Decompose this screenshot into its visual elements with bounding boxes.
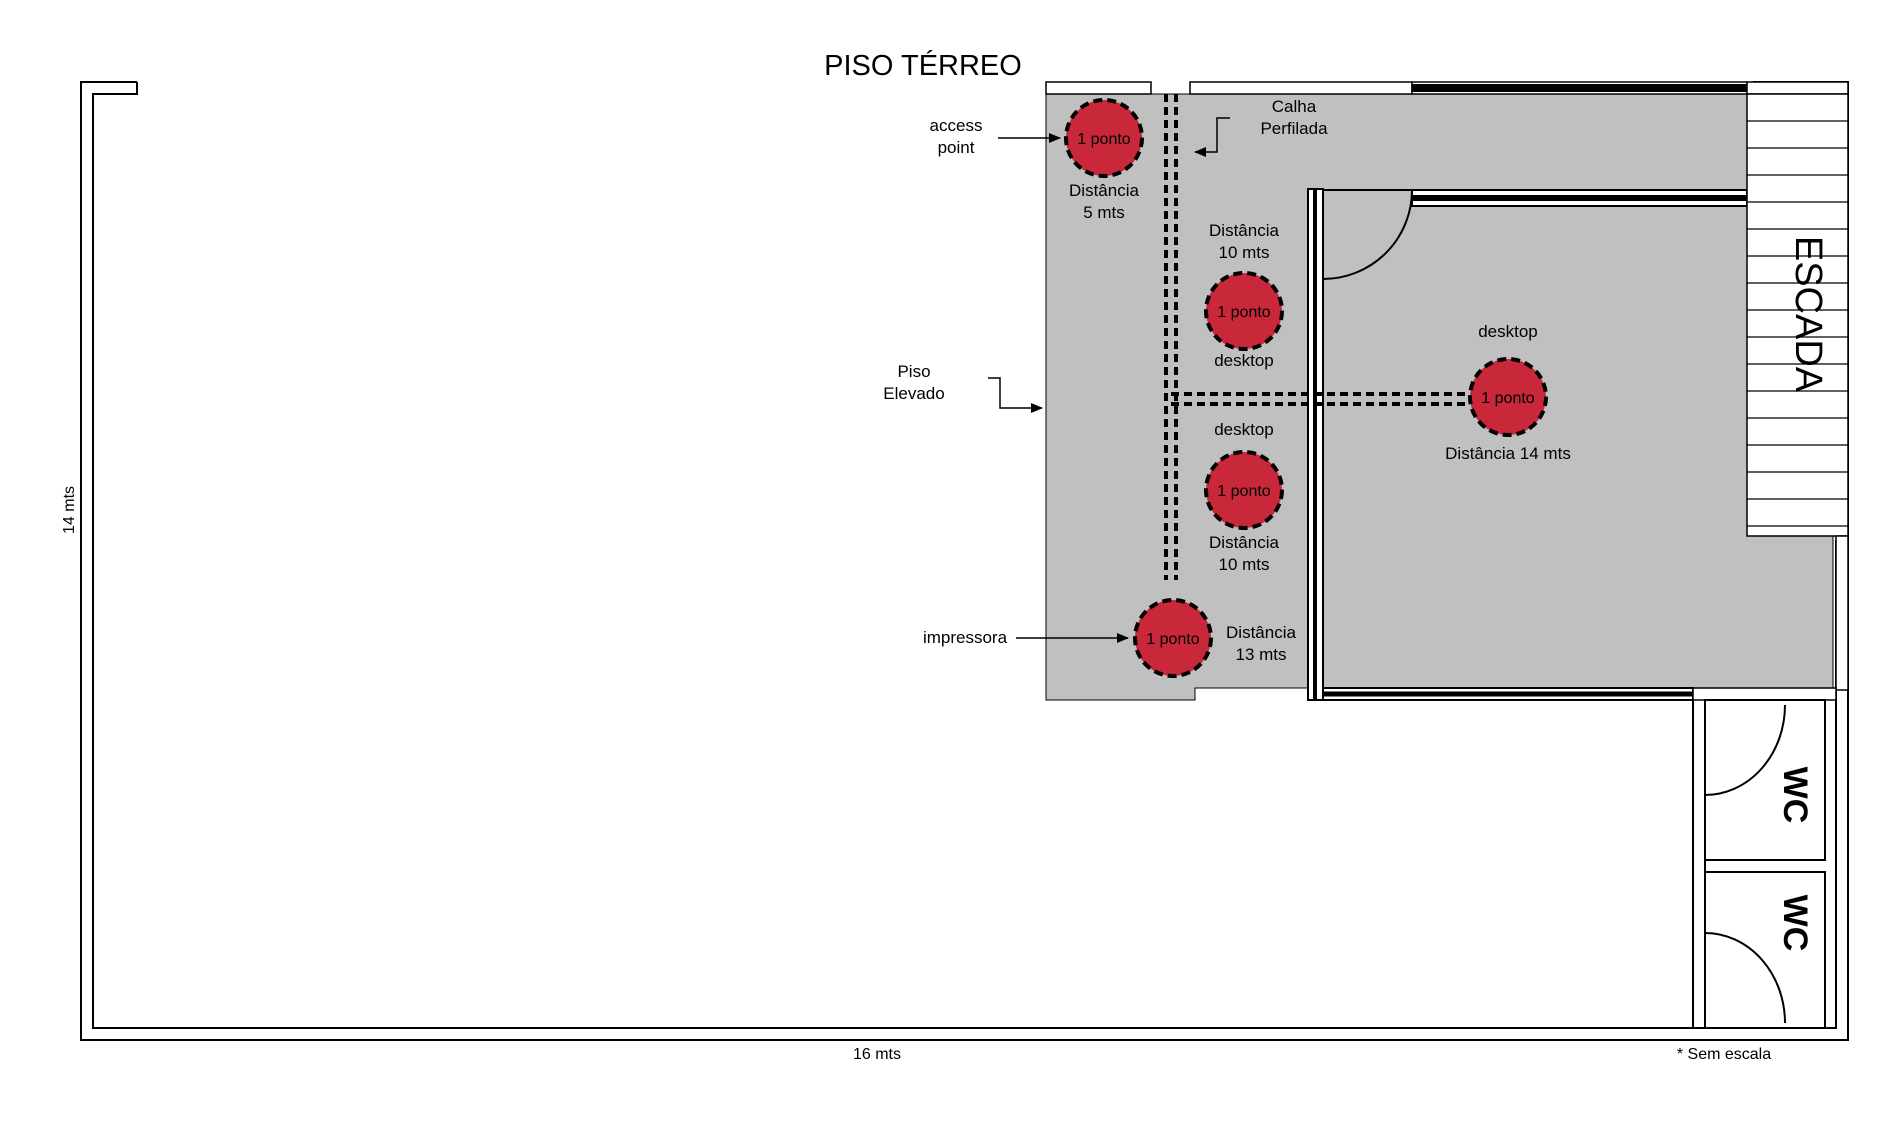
office-door <box>1322 189 1413 280</box>
access-point-label-1: access <box>930 116 983 135</box>
wc-top-label: WC <box>1776 767 1814 824</box>
point-distance: Distância <box>1226 623 1296 642</box>
point-distance: 10 mts <box>1218 243 1269 262</box>
cable-tray <box>1164 94 1470 580</box>
point-name: desktop <box>1478 322 1538 341</box>
calha-label-2: Perfilada <box>1260 119 1328 138</box>
point-marker <box>1064 98 1144 178</box>
point-label: 1 ponto <box>1481 390 1534 407</box>
point-label: 1 ponto <box>1146 631 1199 648</box>
callout-arrows <box>988 117 1230 643</box>
scale-note: * Sem escala <box>1677 1046 1771 1063</box>
point-distance: 10 mts <box>1218 555 1269 574</box>
right-wall-segment <box>1835 535 1849 691</box>
point-label: 1 ponto <box>1217 304 1270 321</box>
point-name: desktop <box>1214 351 1274 370</box>
calha-label-1: Calha <box>1272 97 1317 116</box>
network-point-printer: 1 ponto Distância 13 mts <box>1133 598 1297 678</box>
point-distance: 5 mts <box>1083 203 1125 222</box>
access-point-label-2: point <box>938 138 975 157</box>
wc-rooms <box>1692 687 1837 1029</box>
window <box>1412 84 1747 92</box>
point-label: 1 ponto <box>1217 483 1270 500</box>
point-marker <box>1133 598 1213 678</box>
point-label: 1 ponto <box>1077 131 1130 148</box>
point-distance: Distância 14 mts <box>1445 444 1571 463</box>
wc-bottom-label: WC <box>1776 895 1814 952</box>
point-distance: Distância <box>1069 181 1139 200</box>
point-distance: Distância <box>1209 533 1279 552</box>
stairs-label: ESCADA <box>1787 236 1829 393</box>
width-dimension: 16 mts <box>853 1046 901 1063</box>
piso-label-1: Piso <box>897 362 930 381</box>
point-distance: 13 mts <box>1235 645 1286 664</box>
network-point-desk1: 1 ponto desktop Distância 10 mts <box>1204 221 1284 370</box>
piso-label-2: Elevado <box>883 384 944 403</box>
point-name: desktop <box>1214 420 1274 439</box>
point-marker <box>1468 357 1548 437</box>
height-dimension: 14 mts <box>61 486 78 534</box>
point-marker <box>1204 271 1284 351</box>
point-marker <box>1204 450 1284 530</box>
stairs: ESCADA <box>1746 93 1849 537</box>
point-distance: Distância <box>1209 221 1279 240</box>
impressora-label: impressora <box>923 628 1008 647</box>
plan-title: PISO TÉRREO <box>824 49 1022 82</box>
